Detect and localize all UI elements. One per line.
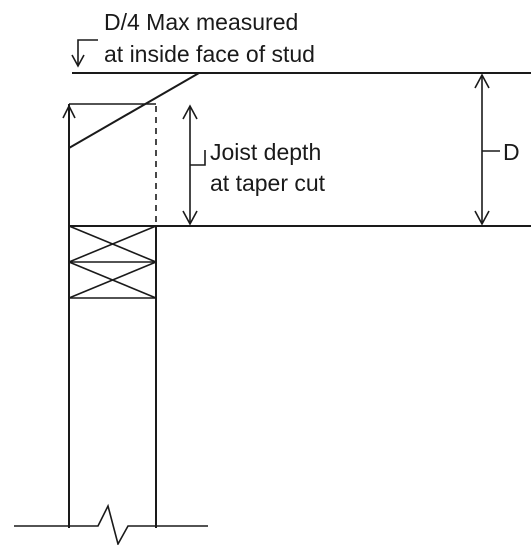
top-label-line-1: D/4 Max measured: [104, 9, 298, 35]
joist-depth-arrowhead-top: [182, 104, 198, 120]
blocking-brace-2: [68, 225, 157, 263]
blocking-brace-4: [68, 261, 157, 299]
top-label-line-2: at inside face of stud: [104, 41, 315, 67]
d-arrowhead-bottom: [474, 210, 490, 226]
joist-depth-label-line-1: Joist depth: [210, 139, 321, 165]
d4-arrowhead: [62, 104, 76, 119]
joist-depth-leader: [190, 150, 206, 166]
top-label-leader: [77, 39, 98, 66]
d-arrowhead-top: [474, 73, 490, 89]
joist-depth-arrowhead-bottom: [182, 210, 198, 226]
depth-d-label: D: [503, 139, 520, 165]
break-line: [14, 503, 208, 545]
taper-cut-line: [68, 72, 200, 149]
top-label-leader-arrowhead: [71, 54, 85, 68]
joist-depth-label-line-2: at taper cut: [210, 170, 326, 196]
